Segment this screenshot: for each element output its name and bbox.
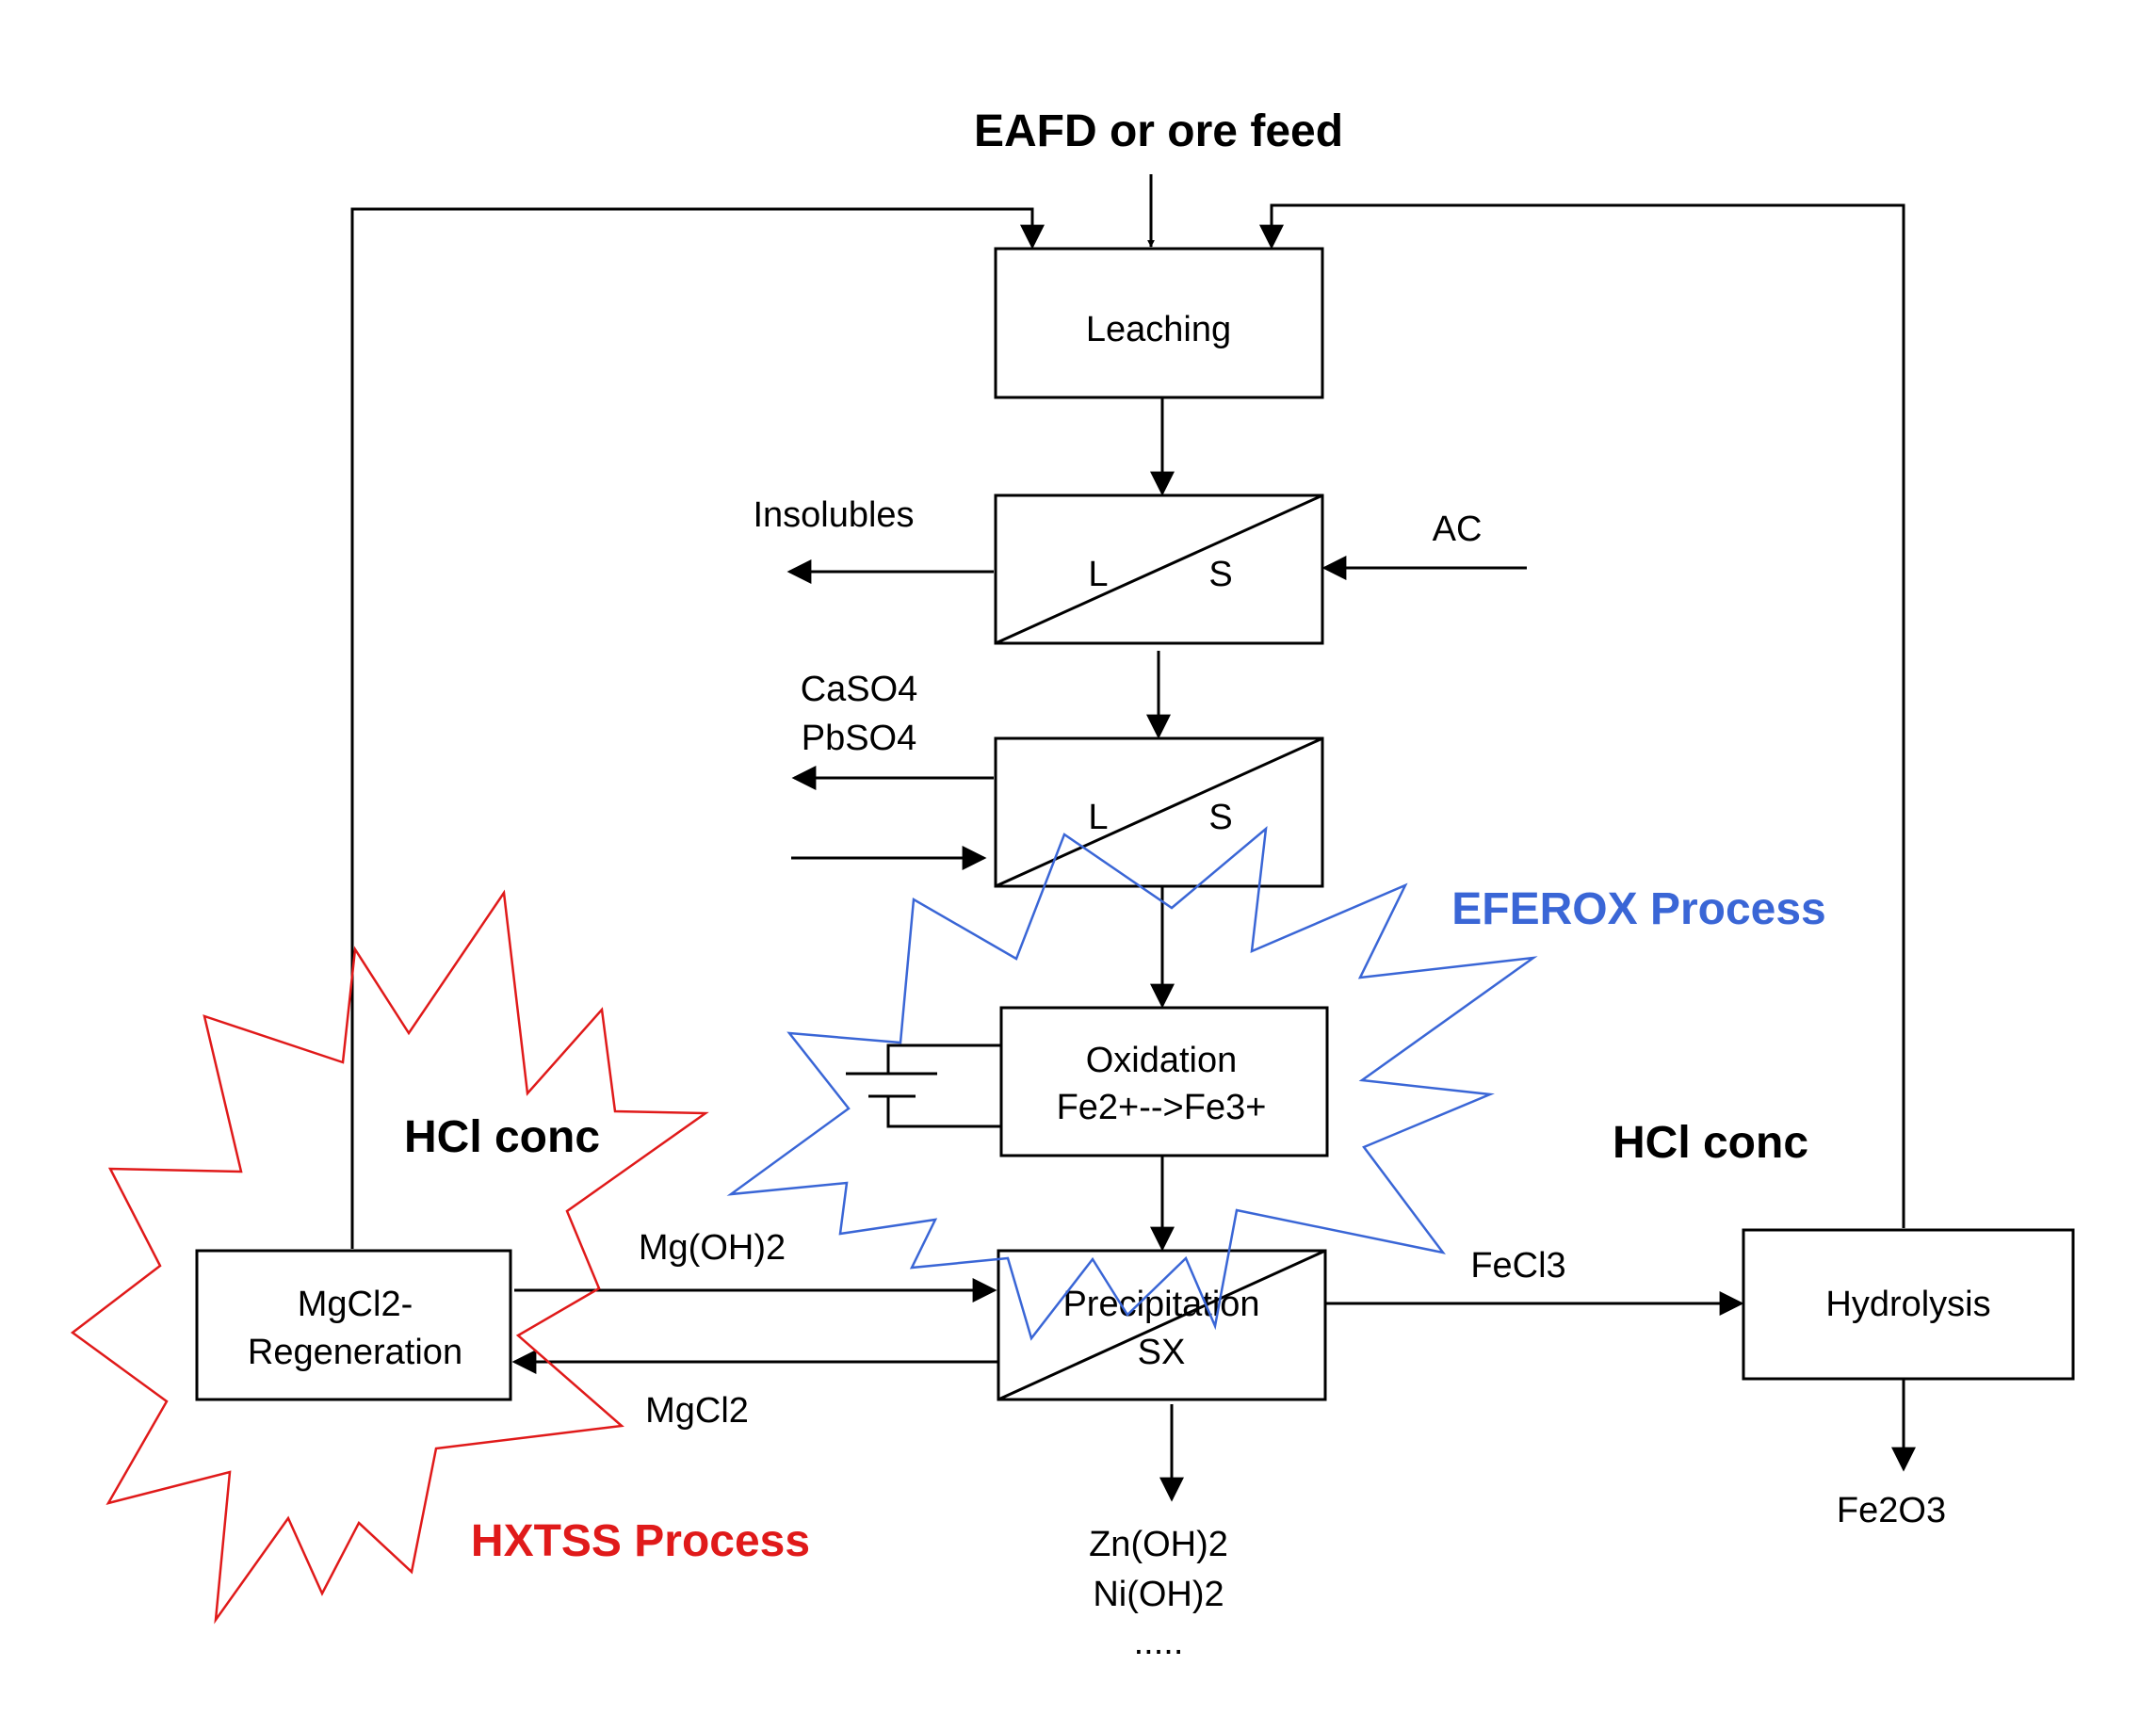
ac-label: AC [1433,510,1483,549]
separator-1-s-label: S [1208,555,1232,594]
sulfates-label-line1: CaSO4 [801,670,918,709]
right-recycle-line [1259,203,1905,1228]
product-label-line1: Zn(OH)2 [1089,1525,1228,1564]
fe2o3-label: Fe2O3 [1837,1491,1946,1530]
hxtss-starburst [70,889,709,1625]
hydrolysis-label: Hydrolysis [1825,1285,1990,1324]
precipitation-label-line2: SX [1138,1333,1186,1372]
mgcl2-regeneration-label-line1: MgCl2- [298,1285,413,1324]
mgcl2-label: MgCl2 [645,1391,749,1431]
eferox-process-label: EFEROX Process [1451,884,1826,934]
mgcl2-regeneration-label-line2: Regeneration [248,1333,462,1372]
eferox-starburst [726,826,1538,1341]
battery-icon [846,1044,1001,1128]
hxtss-process-label: HXTSS Process [471,1516,810,1566]
hydrolysis-box [1742,1228,2075,1381]
separator-1-l-label: L [1088,555,1108,594]
precipitation-label-line1: Precipitation [1062,1285,1259,1324]
leaching-box [994,247,1324,399]
oxidation-label-line1: Oxidation [1086,1041,1238,1080]
separator-2-diagonal [995,736,1323,888]
oxidation-box [999,1006,1329,1157]
mgcl2-regeneration-box [195,1249,512,1401]
insolubles-label: Insolubles [753,495,914,535]
separator-2-l-label: L [1088,798,1108,837]
leaching-label: Leaching [1086,310,1231,349]
mgoh2-label: Mg(OH)2 [639,1228,786,1268]
separator-2-s-label: S [1208,798,1232,837]
hcl-conc-left-label: HCl conc [404,1112,600,1162]
fecl3-label: FeCl3 [1470,1246,1565,1286]
oxidation-label-line2: Fe2+-->Fe3+ [1057,1088,1267,1127]
product-label-line2: Ni(OH)2 [1093,1575,1224,1614]
separator-1-diagonal [995,493,1323,645]
feed-label: EAFD or ore feed [974,106,1343,156]
sulfates-label-line2: PbSO4 [802,719,917,758]
left-recycle-line [350,207,1045,1249]
precipitation-diagonal [997,1249,1326,1401]
product-label-line3: ..... [1134,1623,1184,1662]
hcl-conc-right-label: HCl conc [1613,1118,1808,1168]
